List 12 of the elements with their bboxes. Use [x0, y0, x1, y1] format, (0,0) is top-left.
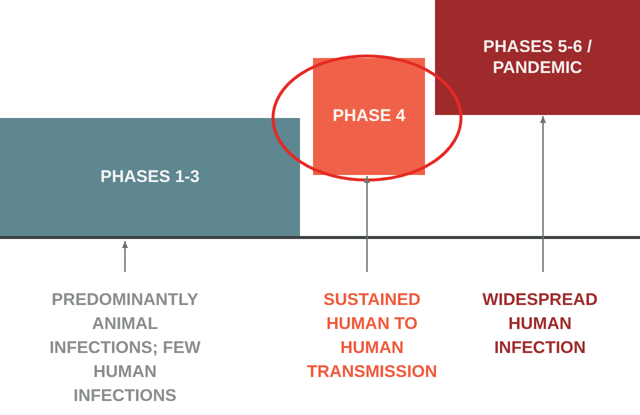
phase-block — [435, 0, 640, 115]
description-text: WIDESPREAD HUMAN INFECTION — [481, 289, 599, 359]
arrow — [540, 116, 546, 272]
arrow — [122, 241, 128, 272]
phase-label: PHASE 4 — [332, 106, 406, 127]
phase-label: PHASES 1-3 — [99, 166, 201, 188]
phase-block — [0, 118, 300, 236]
arrow — [364, 176, 370, 272]
phase-label: PHASES 5-6 / PANDEMIC — [482, 37, 593, 78]
description-text: PREDOMINANTLY ANIMAL INFECTIONS; FEW HUMAN INFECTIONS — [48, 289, 202, 407]
phase-block — [313, 58, 425, 175]
description-text: SUSTAINED HUMAN TO HUMAN TRANSMISSION — [306, 289, 438, 383]
